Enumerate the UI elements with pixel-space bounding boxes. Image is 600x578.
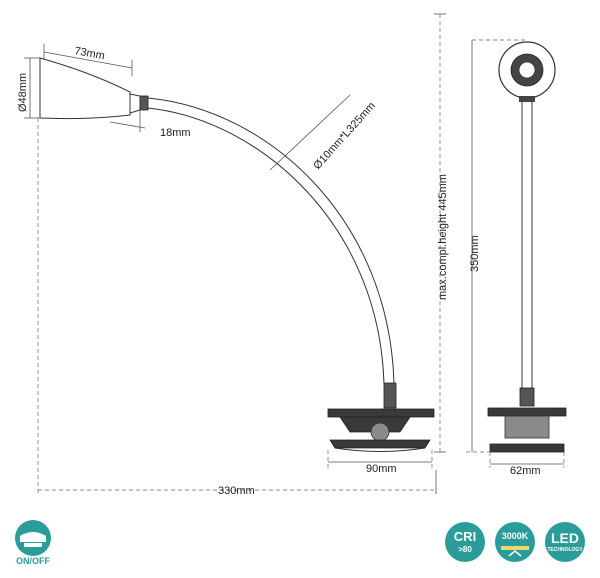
- dim-arm-label: Ø10mm*L325mm: [311, 100, 378, 172]
- clamp-front: [327, 408, 435, 452]
- dim-side-clamp-label: 62mm: [510, 465, 541, 477]
- side-view: [487, 41, 567, 453]
- led-badge: LED TECHNOLOGY: [543, 520, 587, 564]
- dim-total-width: 330mm: [37, 118, 437, 497]
- head-collar: [139, 95, 149, 111]
- dim-side-height-label: 350mm: [469, 235, 481, 272]
- color-temp-badge: 3000K: [493, 520, 537, 564]
- cri-value: >80: [458, 545, 472, 554]
- dim-neck: 18mm: [109, 110, 191, 139]
- dim-clamp-width: 90mm: [327, 450, 433, 475]
- dim-total-height-label: max.compl.height 445mm: [437, 174, 449, 300]
- color-temp-label: 3000K: [501, 531, 529, 541]
- lamp-head: [39, 57, 149, 120]
- on-off-label: ON/OFF: [16, 556, 50, 566]
- dim-neck-label: 18mm: [160, 127, 191, 139]
- cri-label: CRI: [453, 529, 477, 544]
- on-off-switch-badge: ON/OFF: [8, 518, 58, 570]
- dim-side-clamp: 62mm: [489, 452, 565, 477]
- dim-arm: Ø10mm*L325mm: [269, 94, 378, 172]
- dim-total-height: max.compl.height 445mm: [434, 13, 449, 453]
- led-sub-label: TECHNOLOGY: [547, 547, 583, 553]
- led-label: LED: [551, 530, 579, 546]
- dim-total-width-label: 330mm: [218, 485, 255, 497]
- dim-head-length-label: 73mm: [73, 45, 105, 62]
- dim-head-length: 73mm: [43, 44, 133, 76]
- dim-side-height: 350mm: [466, 39, 527, 453]
- cri-badge: CRI >80: [443, 520, 487, 564]
- dim-clamp-width-label: 90mm: [366, 463, 397, 475]
- dim-head-diameter: Ø48mm: [17, 57, 40, 119]
- dim-head-diameter-label: Ø48mm: [17, 73, 29, 112]
- switch-icon: [15, 520, 51, 556]
- flexible-arm: [147, 97, 397, 409]
